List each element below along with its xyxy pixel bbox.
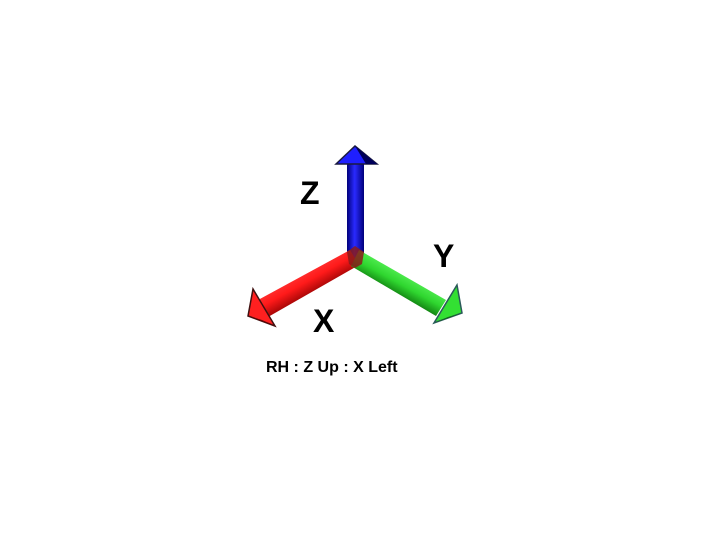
x-axis-label: X xyxy=(313,303,335,339)
origin-joint xyxy=(347,246,364,268)
y-axis-arrow xyxy=(351,250,463,325)
z-axis-arrow xyxy=(334,145,380,260)
y-axis-label: Y xyxy=(433,238,455,274)
y-axis-shaft xyxy=(351,250,446,316)
x-axis-arrow xyxy=(247,250,359,328)
orientation-caption: RH : Z Up : X Left xyxy=(266,359,398,376)
x-axis-shaft xyxy=(258,250,359,317)
z-axis-shaft xyxy=(347,162,364,260)
z-axis-label: Z xyxy=(300,175,320,211)
